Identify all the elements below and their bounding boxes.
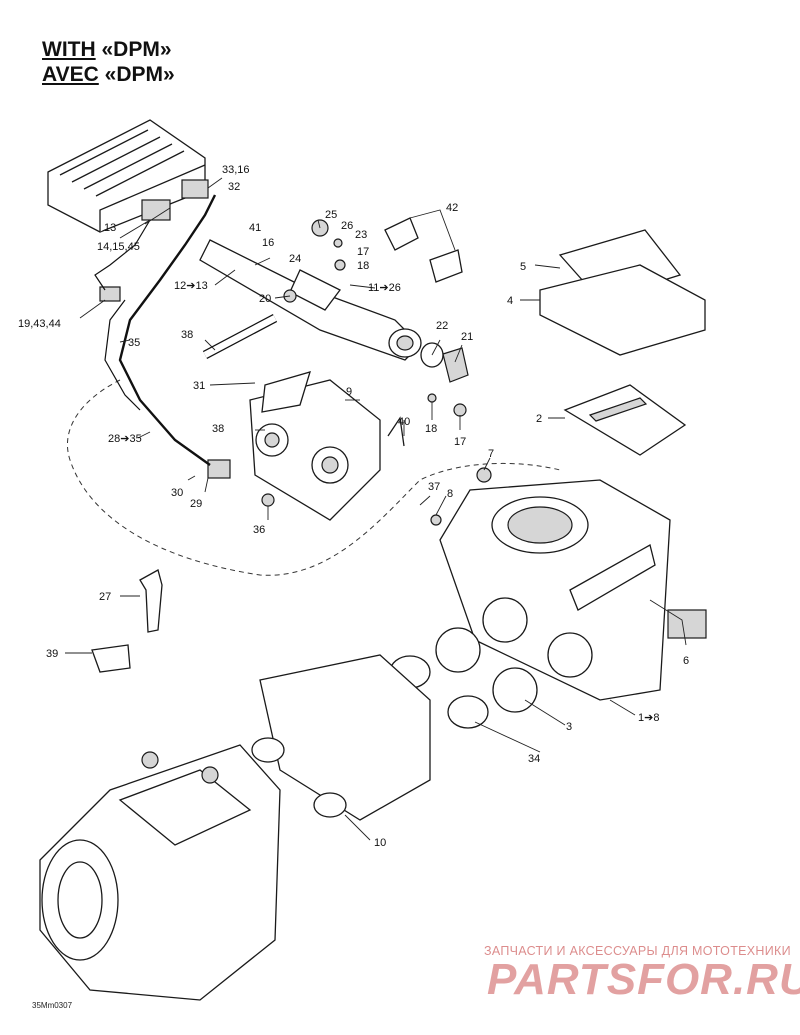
dpm-manifold (199, 239, 422, 361)
title-dpm-1: «DPM» (101, 38, 172, 61)
carburetors-lower (259, 654, 431, 821)
plug-21 (442, 347, 469, 383)
o-ring-18b (427, 393, 437, 403)
callout-18b: 18 (425, 423, 437, 435)
sensor-33-16 (181, 179, 209, 199)
leader-lines (65, 177, 687, 841)
screw-23 (333, 238, 343, 248)
grommet-7 (476, 467, 492, 483)
callout-42: 42 (446, 202, 458, 214)
callout-18: 18 (357, 260, 369, 272)
connector-19 (99, 286, 121, 302)
title-with: WITH (42, 38, 96, 61)
fitting-36 (261, 493, 275, 507)
callout-41: 41 (249, 222, 261, 234)
title-line-french: AVEC «DPM» (42, 63, 175, 87)
clamp-34b (447, 695, 489, 729)
callout-32: 32 (228, 181, 240, 193)
callout-3: 3 (566, 721, 572, 733)
clip-42a (384, 217, 419, 251)
bracket-27 (139, 569, 163, 633)
clip-42b (429, 249, 463, 283)
callout-9: 9 (346, 386, 352, 398)
decal-6 (667, 609, 707, 639)
callout-36: 36 (253, 524, 265, 536)
callout-17b: 17 (454, 436, 466, 448)
callout-11-26: 11➔26 (368, 282, 401, 294)
callout-27: 27 (99, 591, 111, 603)
callout-37: 37 (428, 481, 440, 493)
callout-29: 29 (190, 498, 202, 510)
callout-33-16: 33,16 (222, 164, 250, 176)
vent-hose-35 (104, 299, 141, 411)
callout-23: 23 (355, 229, 367, 241)
air-silencer (439, 479, 671, 701)
callout-5: 5 (520, 261, 526, 273)
callout-26: 26 (341, 220, 353, 232)
callout-7: 7 (488, 448, 494, 460)
title-avec: AVEC (42, 63, 99, 86)
callout-40: 40 (398, 416, 410, 428)
callout-10: 10 (374, 837, 386, 849)
clamp-10a (251, 737, 285, 763)
hose-38-inner (203, 315, 277, 358)
wire-14 (94, 219, 151, 291)
plate-2-slot (588, 397, 648, 422)
sensor-13 (141, 199, 171, 221)
nut-17b (453, 403, 467, 417)
callout-13: 13 (104, 222, 116, 234)
connector-29 (207, 459, 231, 479)
callout-30: 30 (171, 487, 183, 499)
bracket-39 (91, 644, 131, 673)
carburetor-assembly (249, 371, 381, 521)
callout-16: 16 (262, 237, 274, 249)
callout-34: 34 (528, 753, 540, 765)
o-ring-18 (334, 259, 346, 271)
callout-31: 31 (193, 380, 205, 392)
clamp-10b (313, 792, 347, 818)
callout-2: 2 (536, 413, 542, 425)
callout-25: 25 (325, 209, 337, 221)
callout-19-43-44: 19,43,44 (18, 318, 61, 330)
callout-4: 4 (507, 295, 513, 307)
watermark-logo: PARTSFOR.RU (487, 955, 800, 1004)
callout-12-13: 12➔13 (174, 280, 208, 292)
callout-labels: 33,16 32 13 14,15,45 25 41 26 23 16 17 1… (18, 164, 689, 849)
callout-8: 8 (447, 488, 453, 500)
callout-22: 22 (436, 320, 448, 332)
cover-4 (539, 264, 706, 356)
callout-6: 6 (683, 655, 689, 667)
callout-20: 20 (259, 293, 271, 305)
drawing-code: 35Mm0307 (32, 1001, 73, 1010)
callout-39: 39 (46, 648, 58, 660)
assembly-dashed-outline (66, 379, 561, 576)
callout-35: 35 (128, 337, 140, 349)
clip-40 (387, 416, 405, 447)
air-box-upper (47, 119, 206, 233)
title-line-english: WITH «DPM» (42, 38, 172, 62)
callout-1-8: 1➔8 (638, 712, 659, 724)
plate-2 (563, 384, 687, 456)
callout-38a: 38 (181, 329, 193, 341)
callout-21: 21 (461, 331, 473, 343)
callout-24: 24 (289, 253, 301, 265)
engine (39, 744, 281, 1001)
callout-14-15-45: 14,15,45 (97, 241, 140, 253)
title-dpm-2: «DPM» (104, 63, 175, 86)
adaptor-3b (492, 667, 538, 713)
watermark-caption: ЗАПЧАСТИ И АКСЕССУАРЫ ДЛЯ МОТОТЕХНИКИ (484, 944, 791, 958)
wiring-harness-28 (118, 194, 217, 466)
adaptor-3a (435, 627, 481, 673)
nut-8 (430, 514, 442, 526)
callout-17: 17 (357, 246, 369, 258)
callout-38b: 38 (212, 423, 224, 435)
callout-28-35: 28➔35 (108, 433, 142, 445)
